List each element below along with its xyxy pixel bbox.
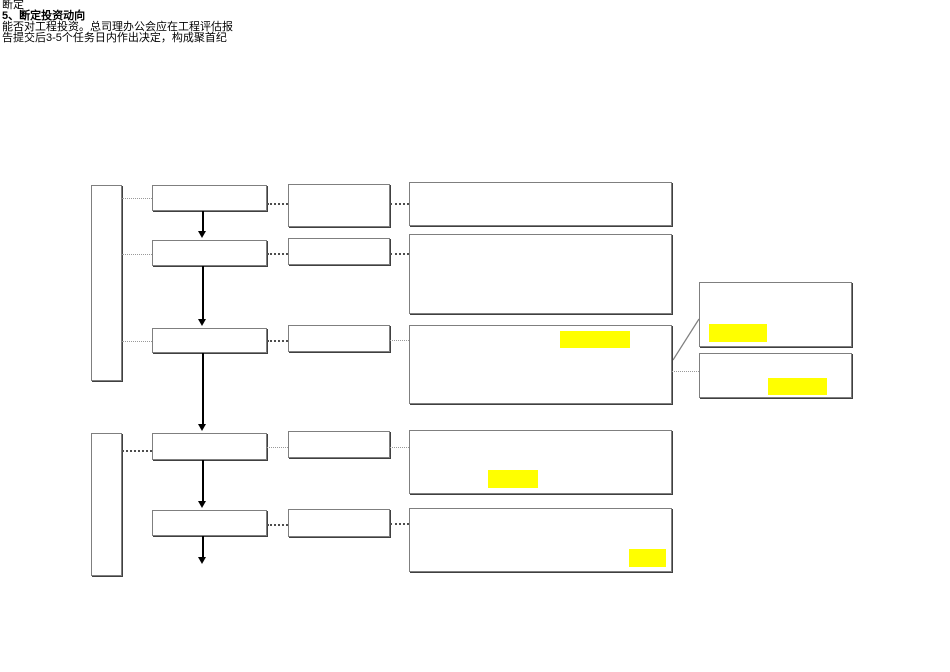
detail-box-5-highlight — [629, 549, 666, 567]
arrow-step1-step2-head — [198, 231, 207, 238]
side-note-box-2-highlight — [768, 378, 827, 395]
arrow-step5-exit-head — [198, 557, 207, 564]
conn-link1-detail1 — [390, 203, 409, 205]
conn-link3-detail3 — [390, 340, 409, 341]
link-box-4 — [288, 431, 390, 458]
arrow-step2-step3-head — [198, 319, 207, 326]
arrow-step4-step5-line — [202, 460, 204, 502]
conn-link2-detail2 — [390, 253, 409, 255]
conn-step1-link1 — [267, 203, 288, 205]
detail-box-5 — [409, 508, 672, 572]
doc-text-line-1: 断定 — [2, 0, 24, 11]
side-note-box-1-highlight — [709, 324, 767, 342]
conn-step2-link2 — [267, 253, 288, 255]
arrow-step3-step4-line — [202, 353, 204, 425]
conn-link4-detail4 — [390, 447, 409, 448]
doc-text-line-4: 告提交后3-5个任务日内作出决定，构成聚首纪 — [2, 32, 227, 44]
conn-step3-link3 — [267, 340, 288, 342]
arrow-step4-step5-head — [198, 501, 207, 508]
detail-box-3-highlight — [560, 331, 630, 348]
conn-detail3-note2 — [672, 371, 699, 372]
conn-step4-link4 — [267, 447, 288, 448]
detail-box-4-highlight — [488, 470, 538, 488]
document-text-block: 断定 5、断定投资动向 能否对工程投资。总司理办公会应在工程评估报 告提交后3-… — [2, 0, 233, 44]
detail-box-4 — [409, 430, 672, 494]
conn-stage1-step1 — [122, 198, 152, 199]
diagonal-connector-line — [672, 318, 700, 361]
stage-column-2 — [91, 433, 122, 576]
doc-text-line-3: 能否对工程投资。总司理办公会应在工程评估报 — [2, 21, 233, 33]
link-box-5 — [288, 509, 390, 537]
step-box-5 — [152, 510, 267, 536]
detail-box-2 — [409, 234, 672, 314]
link-box-2 — [288, 238, 390, 265]
arrow-step1-step2-line — [202, 211, 204, 232]
conn-stage1-step2 — [122, 254, 152, 255]
step-box-1 — [152, 185, 267, 211]
detail-box-3 — [409, 325, 672, 404]
doc-text-line-2: 5、断定投资动向 — [2, 10, 86, 22]
step-box-2 — [152, 240, 267, 266]
conn-step5-link5 — [267, 524, 288, 526]
conn-link5-detail5 — [390, 523, 409, 525]
step-box-3 — [152, 328, 267, 353]
step-box-4 — [152, 433, 267, 460]
stage-column-1 — [91, 185, 122, 381]
arrow-step5-exit-line — [202, 536, 204, 558]
arrow-step3-step4-head — [198, 424, 207, 431]
conn-stage1-step3 — [122, 341, 152, 342]
side-note-box-1 — [699, 282, 852, 347]
detail-box-1 — [409, 182, 672, 226]
link-box-3 — [288, 325, 390, 352]
link-box-1 — [288, 184, 390, 227]
side-note-box-2 — [699, 353, 852, 398]
conn-stage2-step4 — [122, 450, 152, 452]
arrow-step2-step3-line — [202, 266, 204, 320]
